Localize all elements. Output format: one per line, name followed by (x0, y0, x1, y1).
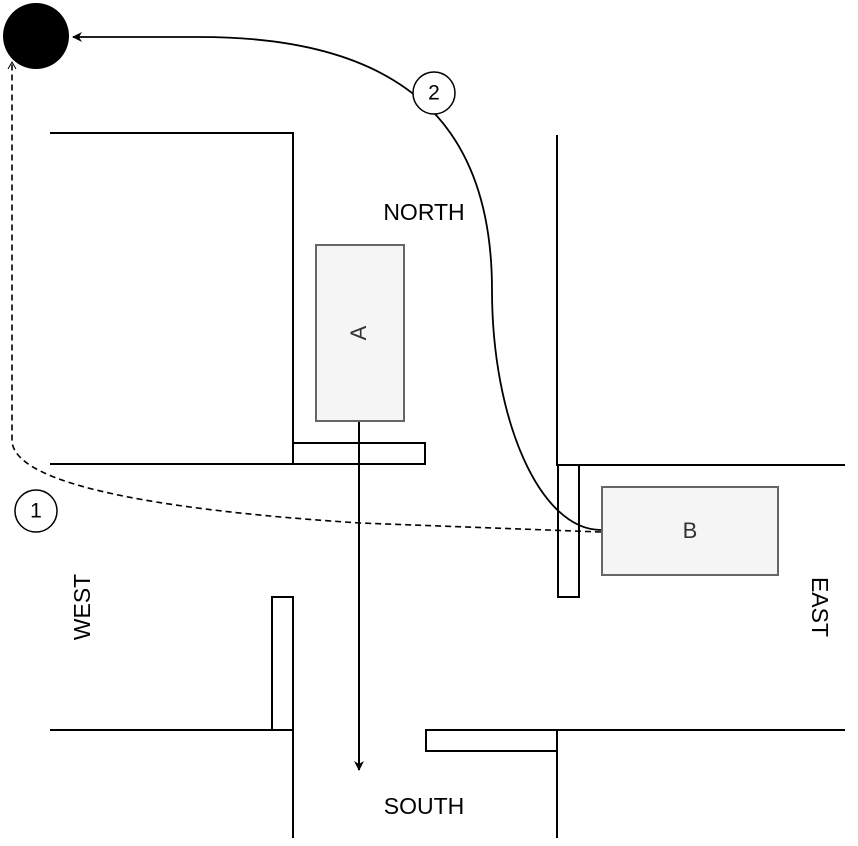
path-2-solid (72, 32, 602, 531)
path-2-number: 2 (428, 82, 440, 105)
west-label: WEST (69, 574, 95, 640)
nw-curb (50, 132, 294, 465)
vehicle-b (601, 486, 779, 576)
destination-point (3, 3, 69, 69)
path-2-marker: 2 (412, 71, 456, 115)
south-label: SOUTH (384, 793, 465, 819)
south-stop-bar (425, 729, 558, 752)
path-1-number: 1 (30, 500, 42, 523)
sw-curb (50, 729, 294, 838)
north-label: NORTH (383, 199, 464, 225)
stop-bars (271, 442, 580, 752)
vehicle-a (315, 244, 405, 422)
west-stop-bar (271, 596, 294, 731)
path-1-dashed (7, 60, 602, 533)
vehicle-b-label: B (683, 518, 698, 543)
se-curb (556, 729, 845, 838)
path-1-marker: 1 (14, 489, 58, 533)
vehicle-a-label: A (346, 325, 371, 340)
ne-vertical-curb (556, 135, 845, 466)
east-label: EAST (807, 577, 833, 637)
